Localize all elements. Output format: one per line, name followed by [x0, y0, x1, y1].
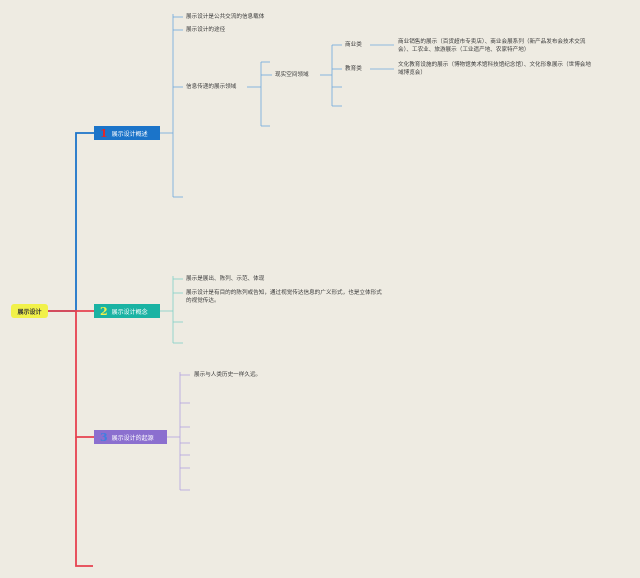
branch-label-1: 展示设计概述: [111, 130, 148, 138]
b2-item-exhibit[interactable]: 展示是展出、陈列、示范、体现: [186, 276, 265, 282]
root-node[interactable]: 展示设计: [11, 304, 48, 318]
branch-node-3[interactable]: 3 展示设计的起源: [94, 430, 167, 444]
b1-sub-real-space[interactable]: 现实空间领域: [275, 72, 309, 78]
b1-commerce-line-2: 会）、工农业、旅游展示（工业遗产地、农家特产地）: [398, 47, 530, 53]
b2-definition-line-1[interactable]: 展示设计是有目的的陈列或告知，通过视觉传达信息的广义形式，也是立体形式: [186, 290, 382, 296]
root-label: 展示设计: [17, 308, 42, 316]
b1-commerce-line-1: 商业销售的展示（百货超市专卖店）、商业会展系列（新产品发布会技术交流: [398, 39, 586, 45]
branch2-lines: [160, 276, 183, 344]
b1-item-carrier[interactable]: 展示设计是公共交流的信息载体: [186, 14, 265, 20]
branch-number-3: 3: [100, 430, 108, 444]
branch1-lines: [160, 14, 394, 198]
branch-node-1[interactable]: 1 展示设计概述: [94, 126, 160, 140]
b1-education-line-1: 文化教育设施的展示（博物馆美术馆科技馆纪念馆）、文化形象展示（世博会地: [398, 62, 591, 68]
branch-node-2[interactable]: 2 展示设计概念: [94, 304, 160, 318]
trunk-line-1: [48, 132, 94, 312]
b3-item-history[interactable]: 展示与人类历史一样久远。: [194, 372, 262, 378]
trunk-lines: [48, 132, 94, 567]
b1-category-commerce[interactable]: 商业类: [345, 42, 362, 48]
branch-number-2: 2: [100, 304, 108, 318]
branch-number-1: 1: [100, 126, 108, 140]
branch-label-3: 展示设计的起源: [111, 434, 154, 442]
b2-definition-line-2: 的视觉传达。: [186, 298, 220, 304]
trunk-line-4: [75, 437, 93, 567]
b1-item-approach[interactable]: 展示设计的途径: [186, 27, 226, 33]
b1-item-domain[interactable]: 信息传递的展示领域: [186, 84, 237, 90]
b1-category-education[interactable]: 教育类: [345, 66, 362, 72]
branch3-lines: [167, 372, 190, 491]
b1-education-line-2: 域博览会）: [398, 70, 426, 76]
branch-label-2: 展示设计概念: [111, 308, 148, 316]
trunk-line-3: [48, 310, 94, 438]
